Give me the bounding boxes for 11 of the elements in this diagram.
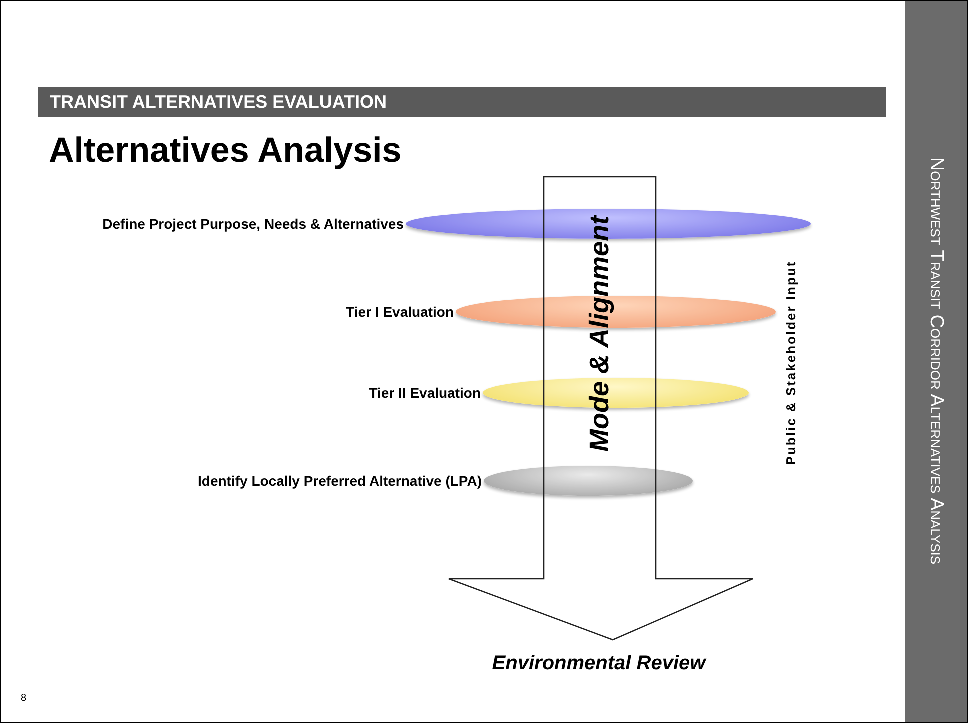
- stage-label: Tier I Evaluation: [346, 304, 454, 320]
- stage-label: Identify Locally Preferred Alternative (LPA): [198, 473, 482, 489]
- header-bar: TRANSIT ALTERNATIVES EVALUATION: [38, 87, 886, 117]
- outcome-label: Environmental Review: [492, 652, 706, 676]
- arrow-label: Mode & Alignment: [584, 216, 616, 452]
- page-number: 8: [21, 693, 27, 704]
- stage-label: Tier II Evaluation: [369, 385, 481, 401]
- stage-label: Define Project Purpose, Needs & Alternatives: [102, 216, 404, 232]
- slide-title: Alternatives Analysis: [49, 131, 402, 171]
- presentation-title: Northwest Transit Corridor Alternatives Analysis: [925, 157, 947, 565]
- side-label: Public & Stakeholder Input: [784, 260, 798, 466]
